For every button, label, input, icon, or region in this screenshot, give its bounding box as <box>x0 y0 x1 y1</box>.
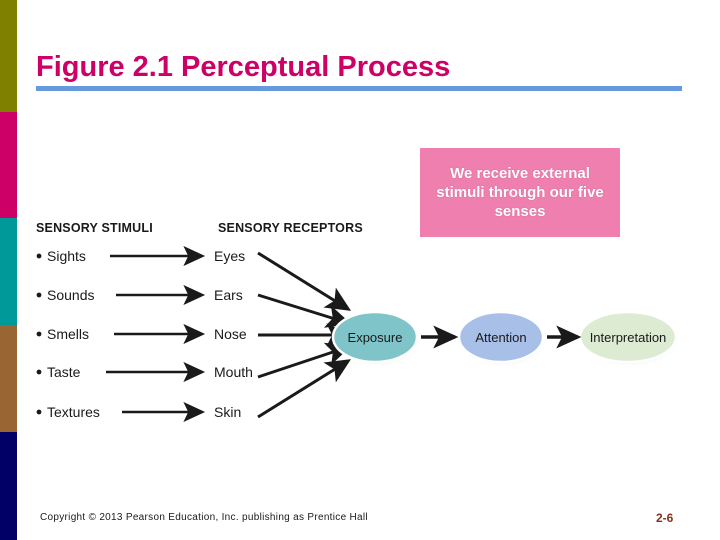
footer-page-number: 2-6 <box>656 511 674 525</box>
stimuli-to-receptors-arrows <box>106 245 206 423</box>
process-stages: Exposure Attention Interpretation <box>331 310 681 368</box>
receptor-label-eyes: Eyes <box>214 248 245 264</box>
column-header-sensory-receptors: SENSORY RECEPTORS <box>218 221 363 235</box>
page-title: Figure 2.1 Perceptual Process <box>36 51 451 83</box>
bullet-icon <box>36 369 42 375</box>
receptors-list: Eyes Ears Nose Mouth Skin <box>214 248 253 420</box>
callout-text: We receive external stimuli through our … <box>436 165 604 220</box>
receptor-label-skin: Skin <box>214 404 241 420</box>
arrow-eyes-to-exposure <box>257 251 352 311</box>
arrow-mouth-to-exposure <box>257 342 352 379</box>
receptor-label-mouth: Mouth <box>214 364 253 380</box>
receptors-to-exposure-arrows <box>257 251 352 419</box>
sidebar-color-strip <box>0 0 17 540</box>
arrow-ears-to-exposure <box>257 293 352 328</box>
stage-label-attention: Attention <box>475 330 526 345</box>
sidebar-band-olive <box>0 0 17 112</box>
stimuli-label-sounds: Sounds <box>47 287 94 303</box>
column-header-sensory-stimuli: SENSORY STIMULI <box>36 221 153 235</box>
stimuli-label-textures: Textures <box>47 404 100 420</box>
sidebar-band-brown <box>0 325 17 432</box>
stage-oval-exposure[interactable] <box>331 310 419 364</box>
stage-label-exposure: Exposure <box>348 330 403 345</box>
title-divider-rule <box>36 86 682 91</box>
bullet-icon <box>36 253 42 259</box>
stimuli-label-sights: Sights <box>47 248 86 264</box>
footer-copyright: Copyright © 2013 Pearson Education, Inc.… <box>40 512 368 523</box>
stimuli-label-smells: Smells <box>47 326 89 342</box>
stage-label-interpretation: Interpretation <box>590 330 667 345</box>
bullet-icon <box>36 409 42 415</box>
stimuli-label-taste: Taste <box>47 364 81 380</box>
stage-oval-attention[interactable] <box>457 310 545 364</box>
callout-box: We receive external stimuli through our … <box>420 148 620 237</box>
receptor-label-ears: Ears <box>214 287 243 303</box>
arrow-skin-to-exposure <box>257 359 352 419</box>
bullet-icon <box>36 292 42 298</box>
sidebar-band-magenta <box>0 112 17 218</box>
sidebar-band-teal <box>0 218 17 325</box>
receptor-label-nose: Nose <box>214 326 247 342</box>
title-area: Figure 2.1 Perceptual Process <box>36 50 686 84</box>
bullet-icon <box>36 331 42 337</box>
sidebar-band-navy <box>0 432 17 540</box>
perceptual-process-diagram: SENSORY STIMULI SENSORY RECEPTORS Sights… <box>18 205 718 435</box>
stimuli-list: Sights Sounds Smells Taste Textures <box>36 248 100 420</box>
